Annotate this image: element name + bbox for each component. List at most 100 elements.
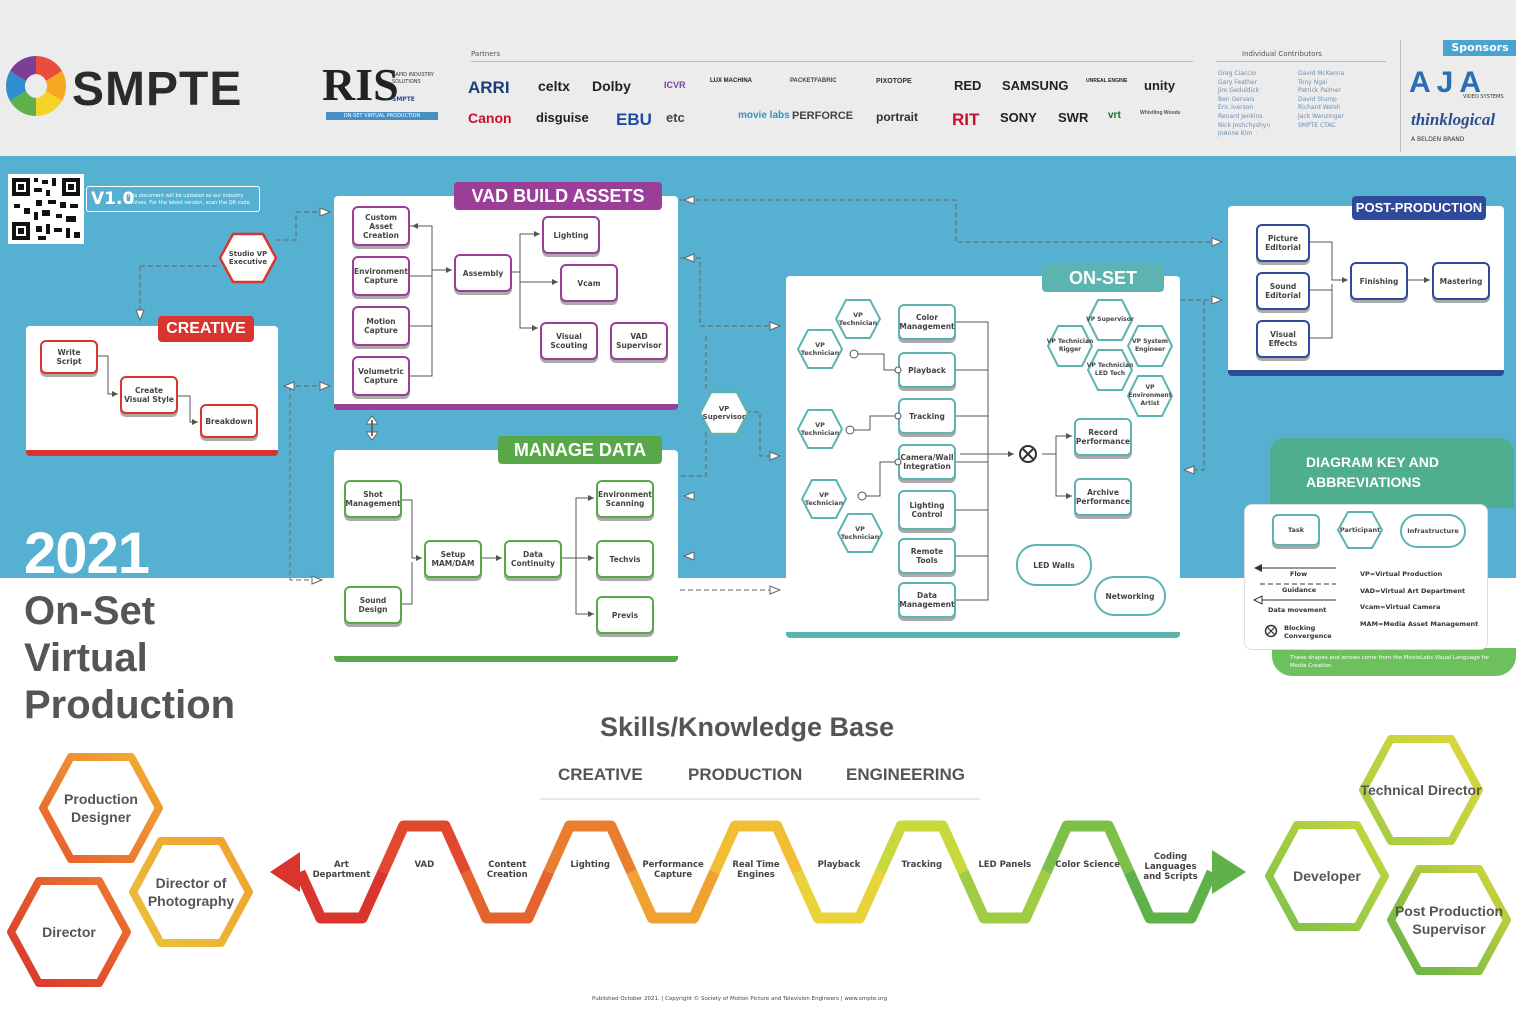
hexagon-icon bbox=[796, 409, 844, 449]
task-write-script[interactable]: Write Script bbox=[40, 340, 98, 374]
task-camera-wall-integration[interactable]: Camera/Wall Integration bbox=[898, 444, 956, 480]
task-visual-effects[interactable]: Visual Effects bbox=[1256, 320, 1310, 358]
task-motion-capture[interactable]: Motion Capture bbox=[352, 306, 410, 346]
role-label: Technical Director bbox=[1360, 782, 1482, 798]
vad-title: VAD BUILD ASSETS bbox=[454, 182, 662, 210]
participant-vp-technician[interactable]: VP Technician bbox=[836, 512, 884, 554]
hexagon-icon bbox=[1086, 349, 1134, 391]
task-data-continuity[interactable]: Data Continuity bbox=[504, 540, 562, 578]
qr-code-icon[interactable] bbox=[8, 174, 84, 244]
creative-flow-lines bbox=[98, 355, 198, 425]
task-lighting[interactable]: Lighting bbox=[542, 216, 600, 254]
task-sound-design[interactable]: Sound Design bbox=[344, 586, 402, 624]
role-right-0[interactable]: Technical Director bbox=[1358, 734, 1484, 846]
role-right-1[interactable]: Developer bbox=[1264, 820, 1390, 932]
participant-label: VP Technician bbox=[840, 525, 880, 541]
hexagon-icon bbox=[1086, 299, 1134, 341]
diagram-key-title: DIAGRAM KEY AND ABBREVIATIONS bbox=[1306, 454, 1440, 490]
task-shot-management[interactable]: Shot Management bbox=[344, 480, 402, 518]
hexagon-icon bbox=[834, 299, 882, 339]
task-picture-editorial[interactable]: Picture Editorial bbox=[1256, 224, 1310, 262]
contributor-name: Richard Welsh bbox=[1298, 104, 1341, 112]
task-environment-capture[interactable]: Environment Capture bbox=[352, 256, 410, 296]
participant-studio-vp-executive[interactable]: Studio VP Executive bbox=[218, 232, 278, 284]
role-left-1[interactable]: Director of Photography bbox=[128, 836, 254, 948]
task-custom-asset-creation[interactable]: Custom Asset Creation bbox=[352, 206, 410, 246]
partner-logo: portrait bbox=[876, 110, 918, 124]
partner-logo: PACKETFABRIC bbox=[790, 78, 837, 84]
role-left-2[interactable]: Director bbox=[6, 876, 132, 988]
key-abbreviation: MAM=Media Asset Management bbox=[1360, 619, 1479, 628]
role-label: Developer bbox=[1293, 868, 1361, 884]
participant-crew[interactable]: VP Supervisor bbox=[1086, 298, 1134, 342]
task-volumetric-capture[interactable]: Volumetric Capture bbox=[352, 356, 410, 396]
headline-line-1: On-Set bbox=[24, 589, 156, 633]
task-setup-mam-dam[interactable]: Setup MAM/DAM bbox=[424, 540, 482, 578]
partner-logo: movie labs bbox=[738, 110, 790, 121]
hexagon-icon bbox=[1046, 325, 1094, 367]
ris-bar: ON-SET VIRTUAL PRODUCTION bbox=[326, 112, 438, 120]
participant-vp-technician[interactable]: VP Technician bbox=[796, 328, 844, 370]
participant-vp-supervisor[interactable]: VP Supervisor bbox=[698, 390, 750, 436]
task-create-visual-style[interactable]: Create Visual Style bbox=[120, 376, 178, 414]
hexagon-icon bbox=[1359, 735, 1483, 845]
participant-crew[interactable]: VP Technician LED Tech bbox=[1086, 348, 1134, 392]
participant-crew[interactable]: VP System Engineer bbox=[1126, 324, 1174, 368]
task-previs[interactable]: Previs bbox=[596, 596, 654, 634]
task-environment-scanning[interactable]: Environment Scanning bbox=[596, 480, 654, 518]
task-record-performance[interactable]: Record Performance bbox=[1074, 418, 1132, 456]
skill-item: Art Department bbox=[312, 860, 371, 880]
headline-line-2: Virtual bbox=[24, 636, 148, 680]
skill-item: Tracking bbox=[901, 860, 943, 870]
role-left-0[interactable]: Production Designer bbox=[38, 752, 164, 864]
hexagon-icon bbox=[39, 753, 163, 863]
skill-item: Lighting bbox=[570, 860, 610, 870]
post-flow-lines bbox=[1310, 241, 1430, 339]
task-visual-scouting[interactable]: Visual Scouting bbox=[540, 322, 598, 360]
belden-sub: A BELDEN BRAND bbox=[1411, 136, 1465, 143]
participant-crew[interactable]: VP Technician Rigger bbox=[1046, 324, 1094, 368]
headline-title: On-Set Virtual Production bbox=[24, 588, 235, 729]
skill-item: Color Science bbox=[1055, 860, 1120, 870]
task-tracking[interactable]: Tracking bbox=[898, 398, 956, 434]
creative-title: CREATIVE bbox=[158, 316, 254, 342]
infra-led-walls[interactable]: LED Walls bbox=[1016, 544, 1092, 586]
arrow-left-icon bbox=[270, 852, 300, 892]
participant-vp-technician[interactable]: VP Technician bbox=[800, 478, 848, 520]
task-breakdown[interactable]: Breakdown bbox=[200, 404, 258, 438]
task-data-management[interactable]: Data Management bbox=[898, 582, 956, 618]
task-vad-supervisor[interactable]: VAD Supervisor bbox=[610, 322, 668, 360]
role-label: Director bbox=[42, 924, 96, 940]
ris-sub: SMPTE bbox=[392, 96, 415, 103]
task-vcam[interactable]: Vcam bbox=[560, 264, 618, 302]
participant-vp-technician[interactable]: VP Technician bbox=[796, 408, 844, 450]
hexagon-icon bbox=[1126, 325, 1174, 367]
task-mastering[interactable]: Mastering bbox=[1432, 262, 1490, 300]
task-lighting-control[interactable]: Lighting Control bbox=[898, 490, 956, 530]
task-sound-editorial[interactable]: Sound Editorial bbox=[1256, 272, 1310, 310]
contributor-name: JoAnne Kim bbox=[1218, 130, 1253, 138]
task-remote-tools[interactable]: Remote Tools bbox=[898, 538, 956, 574]
role-right-2[interactable]: Post Production Supervisor bbox=[1386, 864, 1512, 976]
skills-chain-segment bbox=[958, 869, 1052, 924]
partner-logo: ICVR bbox=[664, 80, 686, 90]
skills-chain-segment bbox=[294, 869, 388, 924]
key-blocking-label: Blocking Convergence bbox=[1284, 624, 1332, 640]
task-archive-performance[interactable]: Archive Performance bbox=[1074, 478, 1132, 516]
key-flow-label: Flow bbox=[1290, 570, 1308, 578]
task-finishing[interactable]: Finishing bbox=[1350, 262, 1408, 300]
participant-crew[interactable]: VP Environment Artist bbox=[1126, 374, 1174, 418]
partner-logo: PERFORCE bbox=[792, 110, 854, 122]
smpte-logo-icon bbox=[5, 55, 67, 117]
hexagon-icon bbox=[836, 513, 884, 553]
participant-vp-technician[interactable]: VP Technician bbox=[834, 298, 882, 340]
task-techvis[interactable]: Techvis bbox=[596, 540, 654, 578]
task-assembly[interactable]: Assembly bbox=[454, 254, 512, 292]
infra-networking[interactable]: Networking bbox=[1094, 576, 1166, 616]
partner-logo: Canon bbox=[468, 110, 512, 126]
skills-title: Skills/Knowledge Base bbox=[600, 712, 895, 742]
task-color-management[interactable]: Color Management bbox=[898, 304, 956, 340]
partner-logo: SWR bbox=[1058, 110, 1089, 125]
